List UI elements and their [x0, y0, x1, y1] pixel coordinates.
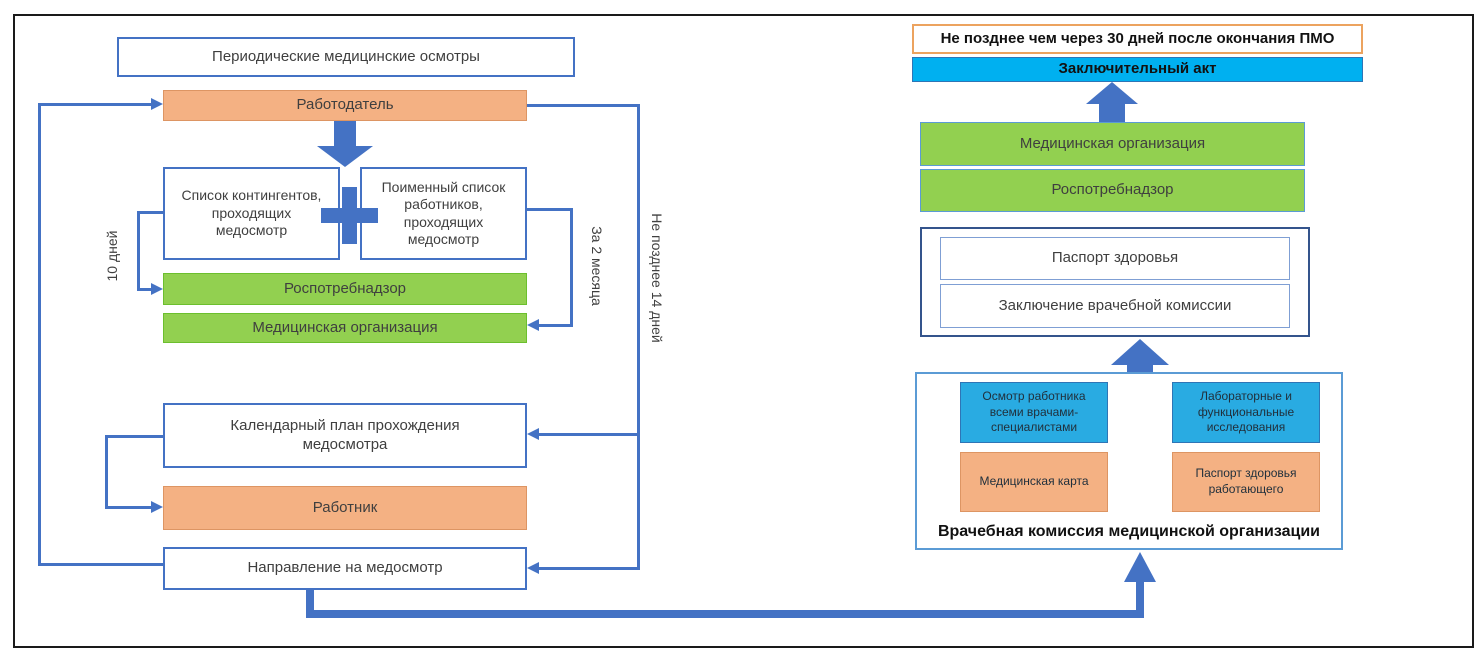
exam-all-doctors-text: Осмотр работника всеми врачами-специалис…	[982, 389, 1086, 435]
referral-text: Направление на медосмотр	[247, 559, 443, 577]
med-org-right-box: Медицинская организация	[920, 122, 1305, 166]
connector-into-worker	[105, 506, 152, 509]
medical-card-text: Медицинская карта	[979, 474, 1089, 489]
named-list-box: Поименный список работников, проходящих …	[360, 167, 527, 260]
commission-label: Врачебная комиссия медицинской организац…	[915, 518, 1343, 546]
commission-label-text: Врачебная комиссия медицинской организац…	[937, 523, 1321, 540]
med-org-text: Медицинская организация	[252, 318, 438, 336]
named-list-text: Поименный список работников, проходящих …	[381, 178, 506, 248]
connector-into-calendar	[539, 433, 640, 436]
connector-left-vertical	[38, 103, 41, 566]
final-act-arrow-shaft	[1099, 104, 1125, 123]
calendar-plan-text: Календарный план прохождения медосмотра	[230, 416, 460, 453]
arrowhead-into-medorg-icon	[527, 319, 539, 331]
connector-2months-bottom	[539, 324, 573, 327]
employer-down-arrow-shaft	[334, 121, 356, 146]
employer-box: Работодатель	[163, 90, 527, 121]
connector-referral-left	[38, 563, 163, 566]
contingent-list-text: Список контингентов, проходящих медосмот…	[181, 187, 322, 239]
commission-conclusion-box: Заключение врачебной комиссии	[940, 284, 1290, 328]
employer-text: Работодатель	[296, 96, 394, 114]
connector-10days-bottom	[137, 288, 152, 291]
final-act-box: Заключительный акт	[912, 57, 1363, 82]
connector-10days-vertical	[137, 211, 140, 291]
worker-health-passport-text: Паспорт здоровья работающего	[1195, 466, 1297, 496]
bottom-path-stub	[306, 590, 314, 618]
calendar-plan-box: Календарный план прохождения медосмотра	[163, 403, 527, 468]
medical-card-box: Медицинская карта	[960, 452, 1108, 512]
final-act-arrow-icon	[1086, 82, 1138, 104]
connector-2months-top	[527, 208, 573, 211]
plus-icon	[342, 187, 357, 244]
label-10-days: 10 дней	[104, 230, 120, 282]
employer-down-arrow-icon	[317, 146, 373, 167]
rospotrebnadzor-text: Роспотребнадзор	[283, 279, 407, 297]
contingent-list-box: Список контингентов, проходящих медосмот…	[163, 167, 340, 260]
label-14-days: Не позднее 14 дней	[649, 213, 665, 343]
arrowhead-into-employer-icon	[151, 98, 163, 110]
commission-arrow-icon	[1111, 339, 1169, 365]
arrowhead-into-calendar-icon	[527, 428, 539, 440]
label-2-months: За 2 месяца	[589, 226, 605, 306]
connector-10days-top	[137, 211, 163, 214]
commission-conclusion-text: Заключение врачебной комиссии	[998, 296, 1232, 314]
health-passport-text: Паспорт здоровья	[1051, 249, 1179, 267]
connector-2months-vertical	[570, 208, 573, 327]
worker-health-passport-box: Паспорт здоровья работающего	[1172, 452, 1320, 512]
deadline-note-text: Не позднее чем через 30 дней после оконч…	[940, 29, 1335, 47]
connector-calendar-vertical	[105, 435, 108, 509]
connector-into-referral	[539, 567, 640, 570]
connector-into-employer	[38, 103, 152, 106]
exam-all-doctors-box: Осмотр работника всеми врачами-специалис…	[960, 382, 1108, 443]
bottom-path-vertical	[1136, 582, 1144, 618]
med-org-box: Медицинская организация	[163, 313, 527, 343]
worker-box: Работник	[163, 486, 527, 530]
bottom-path-arrowhead-icon	[1124, 552, 1156, 582]
worker-text: Работник	[312, 498, 378, 516]
title-box: Периодические медицинские осмотры	[117, 37, 575, 77]
arrowhead-into-rospotrebnadzor-icon	[151, 283, 163, 295]
bottom-path-horizontal	[306, 610, 1144, 618]
arrowhead-into-worker-icon	[151, 501, 163, 513]
rospotrebnadzor-right-text: Роспотребнадзор	[1051, 181, 1174, 199]
lab-functional-text: Лабораторные и функциональные исследован…	[1197, 389, 1295, 435]
connector-14days-top	[527, 104, 640, 107]
lab-functional-box: Лабораторные и функциональные исследован…	[1172, 382, 1320, 443]
arrowhead-into-referral-icon	[527, 562, 539, 574]
deadline-note-box: Не позднее чем через 30 дней после оконч…	[912, 24, 1363, 54]
referral-box: Направление на медосмотр	[163, 547, 527, 590]
health-passport-box: Паспорт здоровья	[940, 237, 1290, 280]
connector-14days-vertical	[637, 104, 640, 570]
med-org-right-text: Медицинская организация	[1019, 134, 1206, 152]
rospotrebnadzor-box: Роспотребнадзор	[163, 273, 527, 305]
connector-calendar-left	[105, 435, 163, 438]
rospotrebnadzor-right-box: Роспотребнадзор	[920, 169, 1305, 212]
title-text: Периодические медицинские осмотры	[212, 47, 480, 65]
final-act-text: Заключительный акт	[1058, 60, 1217, 78]
